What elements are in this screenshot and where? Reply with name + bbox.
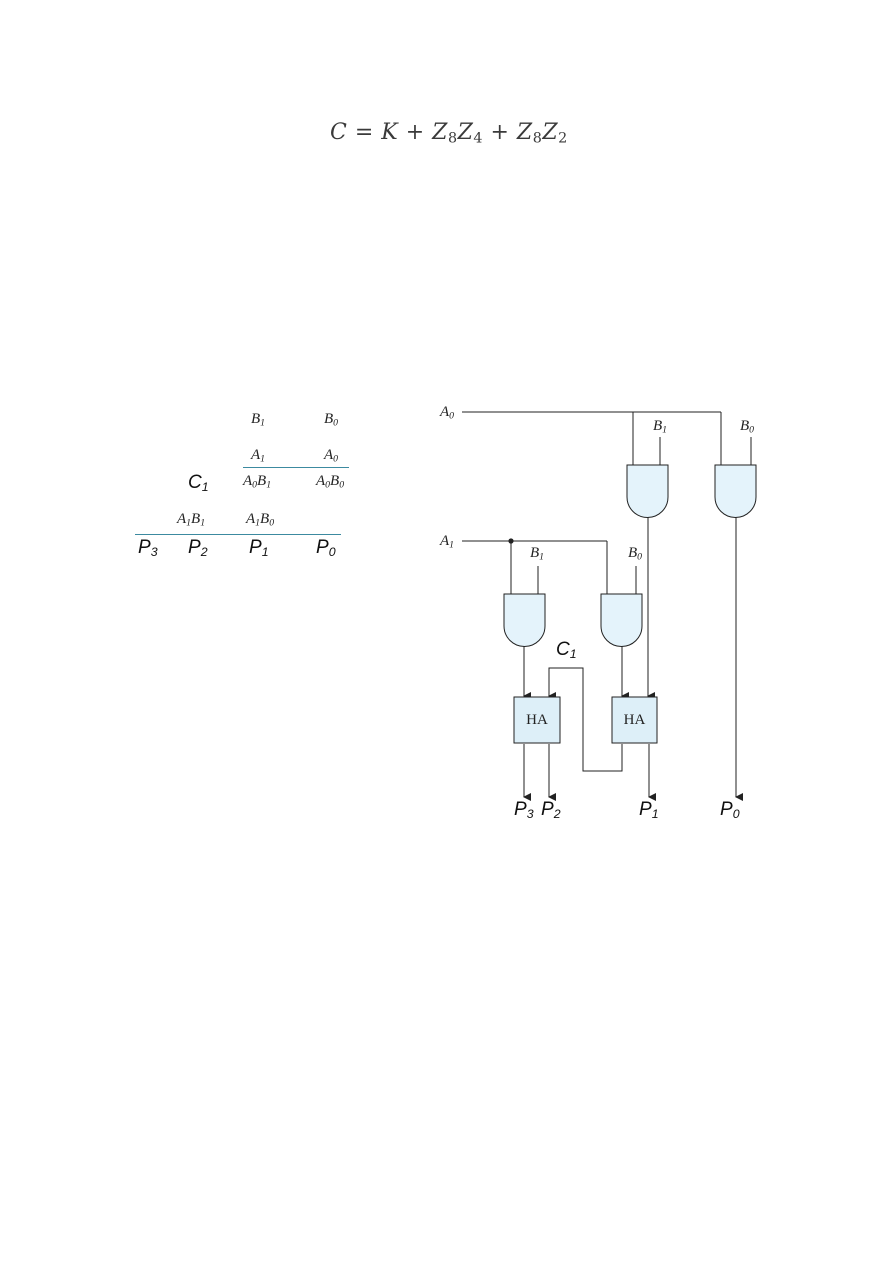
mult-b0: B0 (324, 411, 339, 429)
mult-p3: P3 (138, 537, 158, 560)
eq-sub: 4 (473, 130, 483, 147)
eq-sub: 8 (532, 130, 543, 147)
mult-carry-c1: C1 (188, 472, 209, 495)
wire-carry-c1 (548, 667, 623, 772)
circuit-label-b0-top: B0 (740, 418, 755, 436)
eq-term-z8: Z (432, 120, 448, 145)
circuit-label-b1-top: B1 (653, 418, 668, 436)
mult-b1: B1 (251, 411, 266, 429)
circuit-out-p1: P1 (639, 799, 659, 822)
junction-dot (508, 538, 514, 544)
mult-a1b1: A1B1 (177, 511, 206, 529)
half-adder-right (611, 696, 658, 744)
mult-p2: P2 (188, 537, 208, 560)
mult-a1: A1 (251, 447, 266, 465)
circuit-label-a1: A1 (440, 533, 455, 551)
ha-left-label: HA (526, 712, 548, 728)
and-gate-a1b1 (503, 593, 546, 647)
mult-rule-top (243, 467, 349, 468)
mult-a1b0: A1B0 (246, 511, 275, 529)
mult-rule-bottom (135, 534, 341, 535)
eq-equals: = (354, 120, 374, 145)
equation: C = K + Z8Z4 + Z8Z2 (330, 120, 568, 147)
eq-sub: 8 (447, 130, 458, 147)
and-gate-a0b1 (626, 464, 669, 518)
eq-term-z8: Z (516, 120, 533, 145)
circuit-label-b0-mid: B0 (628, 545, 643, 563)
circuit-out-p2: P2 (541, 799, 561, 822)
circuit-label-b1-mid: B1 (530, 545, 545, 563)
eq-term-k: K (381, 120, 399, 145)
circuit-out-p0: P0 (720, 799, 740, 822)
eq-plus-2: + (490, 120, 510, 145)
eq-plus-1: + (405, 120, 425, 145)
eq-lhs: C (330, 120, 348, 145)
circuit-label-a0: A0 (440, 404, 455, 422)
and-gate-a0b0 (714, 464, 757, 518)
wires (462, 411, 752, 801)
mult-a0b0: A0B0 (316, 473, 345, 491)
ha-right-label: HA (623, 712, 646, 728)
mult-a0b1: A0B1 (243, 473, 272, 491)
circuit-out-p3: P3 (514, 799, 534, 822)
mult-p0: P0 (316, 537, 336, 560)
circuit-label-carry-c1: C1 (556, 639, 577, 662)
and-gate-a1b0 (600, 593, 643, 647)
half-adder-left (513, 696, 561, 744)
eq-sub: 2 (558, 130, 568, 147)
mult-p1: P1 (249, 537, 269, 560)
eq-term-z2: Z (542, 120, 559, 145)
mult-a0: A0 (324, 447, 339, 465)
eq-term-z4: Z (457, 120, 474, 145)
